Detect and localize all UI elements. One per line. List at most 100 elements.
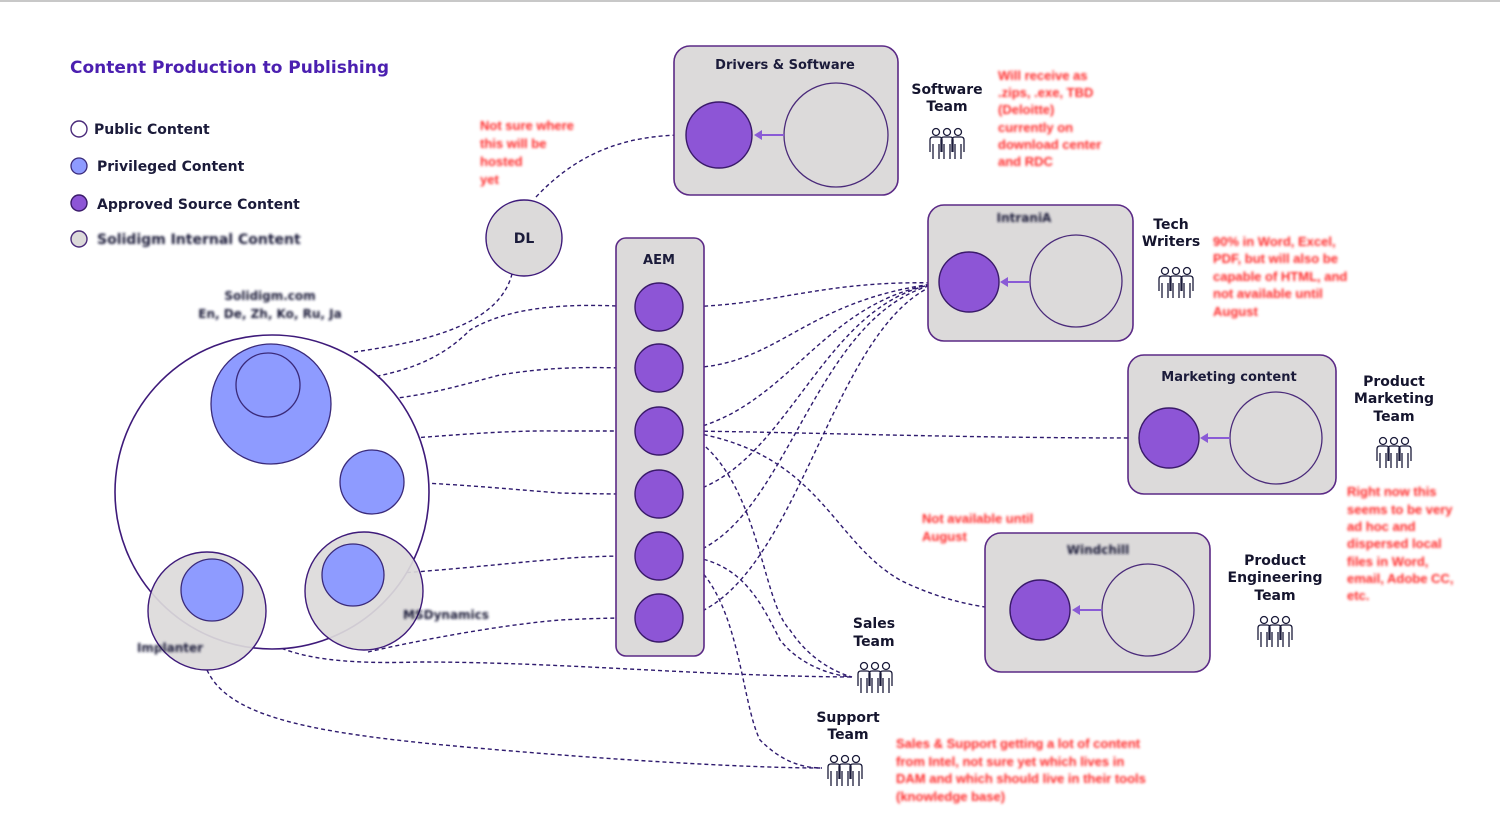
windchill-approved-circle <box>1009 579 1071 641</box>
privileged-inner-circle <box>235 352 301 418</box>
note-sales-support: Sales & Support getting a lot of content… <box>896 736 1150 804</box>
team-support: Support Team <box>816 710 880 787</box>
intrania-box-group: IntraniA <box>927 204 1134 342</box>
legend: Public Content Privileged Content Approv… <box>70 120 301 248</box>
note-software-line: currently on <box>998 120 1073 135</box>
team-software: Software Team <box>911 82 983 160</box>
intranet-label: Implanter <box>137 641 203 655</box>
note-sales-line: (knowledge base) <box>896 789 1005 804</box>
note-marketing-line: seems to be very <box>1347 502 1453 517</box>
team-product-engineering: Product Engineering Team <box>1228 553 1323 648</box>
legend-public-swatch <box>70 120 88 138</box>
page-title: Content Production to Publishing <box>70 58 389 78</box>
marketing-arrowhead <box>1200 433 1208 443</box>
note-windchill: Not available until August <box>922 511 1037 544</box>
msdynamics-privileged-circle <box>321 543 385 607</box>
note-dl-line: yet <box>480 172 499 187</box>
team-pe-line-1: Product <box>1244 553 1306 569</box>
note-software-line: Will receive as <box>998 68 1088 83</box>
windchill-box-group: Windchill <box>984 532 1211 673</box>
legend-internal-swatch <box>70 230 88 248</box>
legend-privileged-swatch <box>70 157 88 175</box>
msdynamics-label: MSDynamics <box>403 608 489 622</box>
team-support-line-2: Team <box>827 727 868 743</box>
people-icon <box>1158 266 1194 299</box>
note-dl: Not sure where this will be hosted yet <box>480 118 578 187</box>
aem-slot-5 <box>634 531 684 581</box>
windchill-arrowhead <box>1072 605 1080 615</box>
solidigm-langs-label: En, De, Zh, Ko, Ru, Ja <box>198 307 341 321</box>
dl-node: DL <box>485 199 563 277</box>
note-dl-line: Not sure where <box>480 118 574 133</box>
team-tech-line-1: Tech <box>1153 217 1188 233</box>
team-support-line-1: Support <box>816 710 880 726</box>
team-sales-line-2: Team <box>853 634 894 650</box>
legend-internal-label: Solidigm Internal Content <box>97 232 301 248</box>
legend-privileged-label: Privileged Content <box>97 159 245 175</box>
drivers-arrowhead <box>754 130 762 140</box>
drivers-label: Drivers & Software <box>715 58 855 73</box>
team-tech-line-2: Writers <box>1142 234 1200 250</box>
legend-approved-swatch <box>70 194 88 212</box>
windchill-label: Windchill <box>1067 543 1129 557</box>
people-icon <box>1257 615 1293 648</box>
note-dl-line: this will be <box>480 136 546 151</box>
note-sales-line: from Intel, not sure yet which lives in <box>896 754 1124 769</box>
note-software-line: (Deloitte) <box>998 102 1054 117</box>
dl-label: DL <box>514 231 535 247</box>
aem-column: AEM <box>615 237 705 657</box>
note-software-line: download center <box>998 137 1101 152</box>
team-pm-line-2: Marketing <box>1354 391 1434 407</box>
note-marketing-line: etc. <box>1347 588 1369 603</box>
note-windchill-line: Not available until <box>922 511 1033 526</box>
dl-circle <box>485 199 563 277</box>
people-icon <box>857 661 893 694</box>
team-product-marketing: Product Marketing Team <box>1354 374 1434 469</box>
aem-slot-3 <box>634 406 684 456</box>
note-windchill-line: August <box>922 529 967 544</box>
aem-slot-4 <box>634 469 684 519</box>
note-tech-line: capable of HTML, and <box>1213 269 1347 284</box>
marketing-approved-circle <box>1138 407 1200 469</box>
note-sales-line: Sales & Support getting a lot of content <box>896 736 1141 751</box>
note-marketing-line: ad hoc and <box>1347 519 1416 534</box>
team-sales-line-1: Sales <box>853 616 895 632</box>
note-tech-line: 90% in Word, Excel, <box>1213 234 1336 249</box>
intrania-approved-circle <box>938 251 1000 313</box>
note-marketing-line: email, Adobe CC, <box>1347 571 1453 586</box>
people-icon <box>1376 436 1412 469</box>
note-marketing-line: Right now this <box>1347 484 1437 499</box>
aem-slot-6 <box>634 593 684 643</box>
people-icon <box>827 754 863 787</box>
team-tech-writers: Tech Writers <box>1142 217 1200 299</box>
notes: Not sure where this will be hosted yet W… <box>480 68 1457 804</box>
legend-public-label: Public Content <box>94 122 210 138</box>
team-pe-line-2: Engineering <box>1228 570 1323 586</box>
note-tech-line: PDF, but will also be <box>1213 251 1338 266</box>
note-marketing: Right now this seems to be very ad hoc a… <box>1347 484 1457 603</box>
legend-approved-label: Approved Source Content <box>97 197 300 213</box>
team-pe-line-3: Team <box>1254 588 1295 604</box>
team-software-line-2: Team <box>926 99 967 115</box>
drivers-approved-circle <box>685 101 753 169</box>
aem-slot-1 <box>634 282 684 332</box>
drivers-software-box: Drivers & Software <box>673 45 899 196</box>
aem-slot-2 <box>634 343 684 393</box>
note-software-line: and RDC <box>998 154 1054 169</box>
privileged-mid-circle <box>339 449 405 515</box>
note-tech-line: August <box>1213 304 1258 319</box>
people-icon <box>929 127 965 160</box>
marketing-box-group: Marketing content <box>1127 354 1337 495</box>
aem-label: AEM <box>643 253 675 268</box>
note-software-line: .zips, .exe, TBD <box>998 85 1093 100</box>
solidigm-site-cluster: Solidigm.com En, De, Zh, Ko, Ru, Ja Impl… <box>114 289 489 671</box>
note-sales-line: DAM and which should live in their tools <box>896 771 1146 786</box>
note-dl-line: hosted <box>480 154 523 169</box>
team-pm-line-1: Product <box>1363 374 1425 390</box>
note-tech-line: not available until <box>1213 286 1323 301</box>
intranet-privileged-circle <box>180 558 244 622</box>
marketing-label: Marketing content <box>1161 370 1296 385</box>
note-software: Will receive as .zips, .exe, TBD (Deloit… <box>998 68 1105 169</box>
team-sales: Sales Team <box>853 616 895 694</box>
